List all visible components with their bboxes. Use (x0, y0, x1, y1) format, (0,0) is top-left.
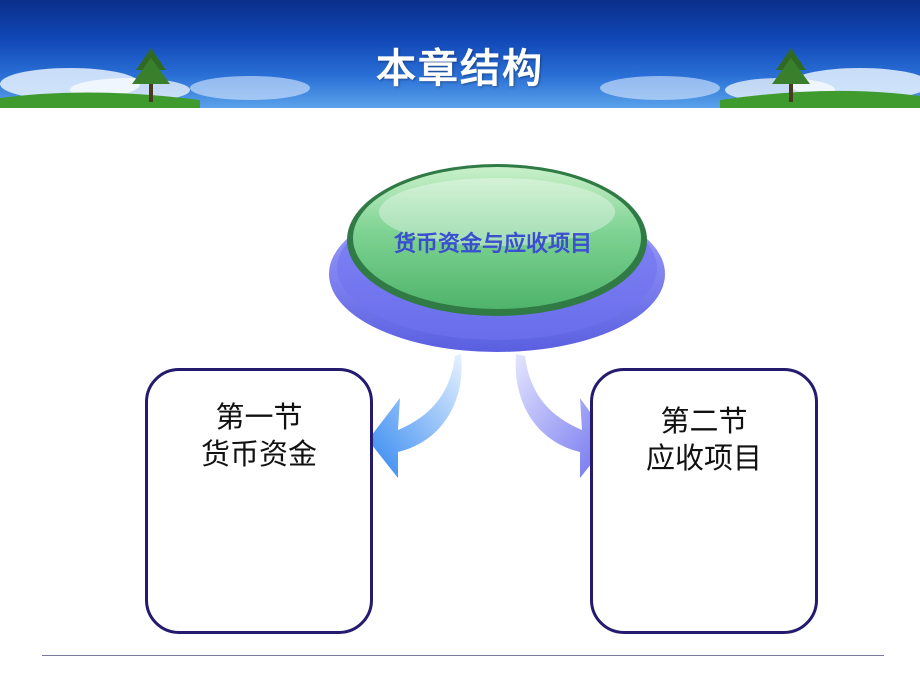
footer-divider (42, 655, 884, 656)
section-box-right: 第二节 应收项目 (590, 368, 818, 634)
left-box-section-title: 货币资金 (200, 437, 317, 471)
diagram-graphics (329, 164, 665, 478)
slide-title: 本章结构 (376, 46, 544, 92)
tree-right-icon (772, 48, 810, 102)
right-box-section-number: 第二节 (660, 404, 748, 438)
center-topic-label: 货币资金与应收项目 (393, 231, 592, 257)
banner-landscape (0, 48, 920, 108)
header-banner: 本章结构 (0, 0, 920, 108)
right-box-section-title: 应收项目 (645, 441, 762, 475)
left-box-section-number: 第一节 (215, 400, 303, 434)
tree-left-icon (132, 48, 170, 102)
arrow-right-icon (515, 354, 610, 478)
section-box-left: 第一节 货币资金 (145, 368, 373, 634)
arrow-left-icon (368, 354, 462, 478)
